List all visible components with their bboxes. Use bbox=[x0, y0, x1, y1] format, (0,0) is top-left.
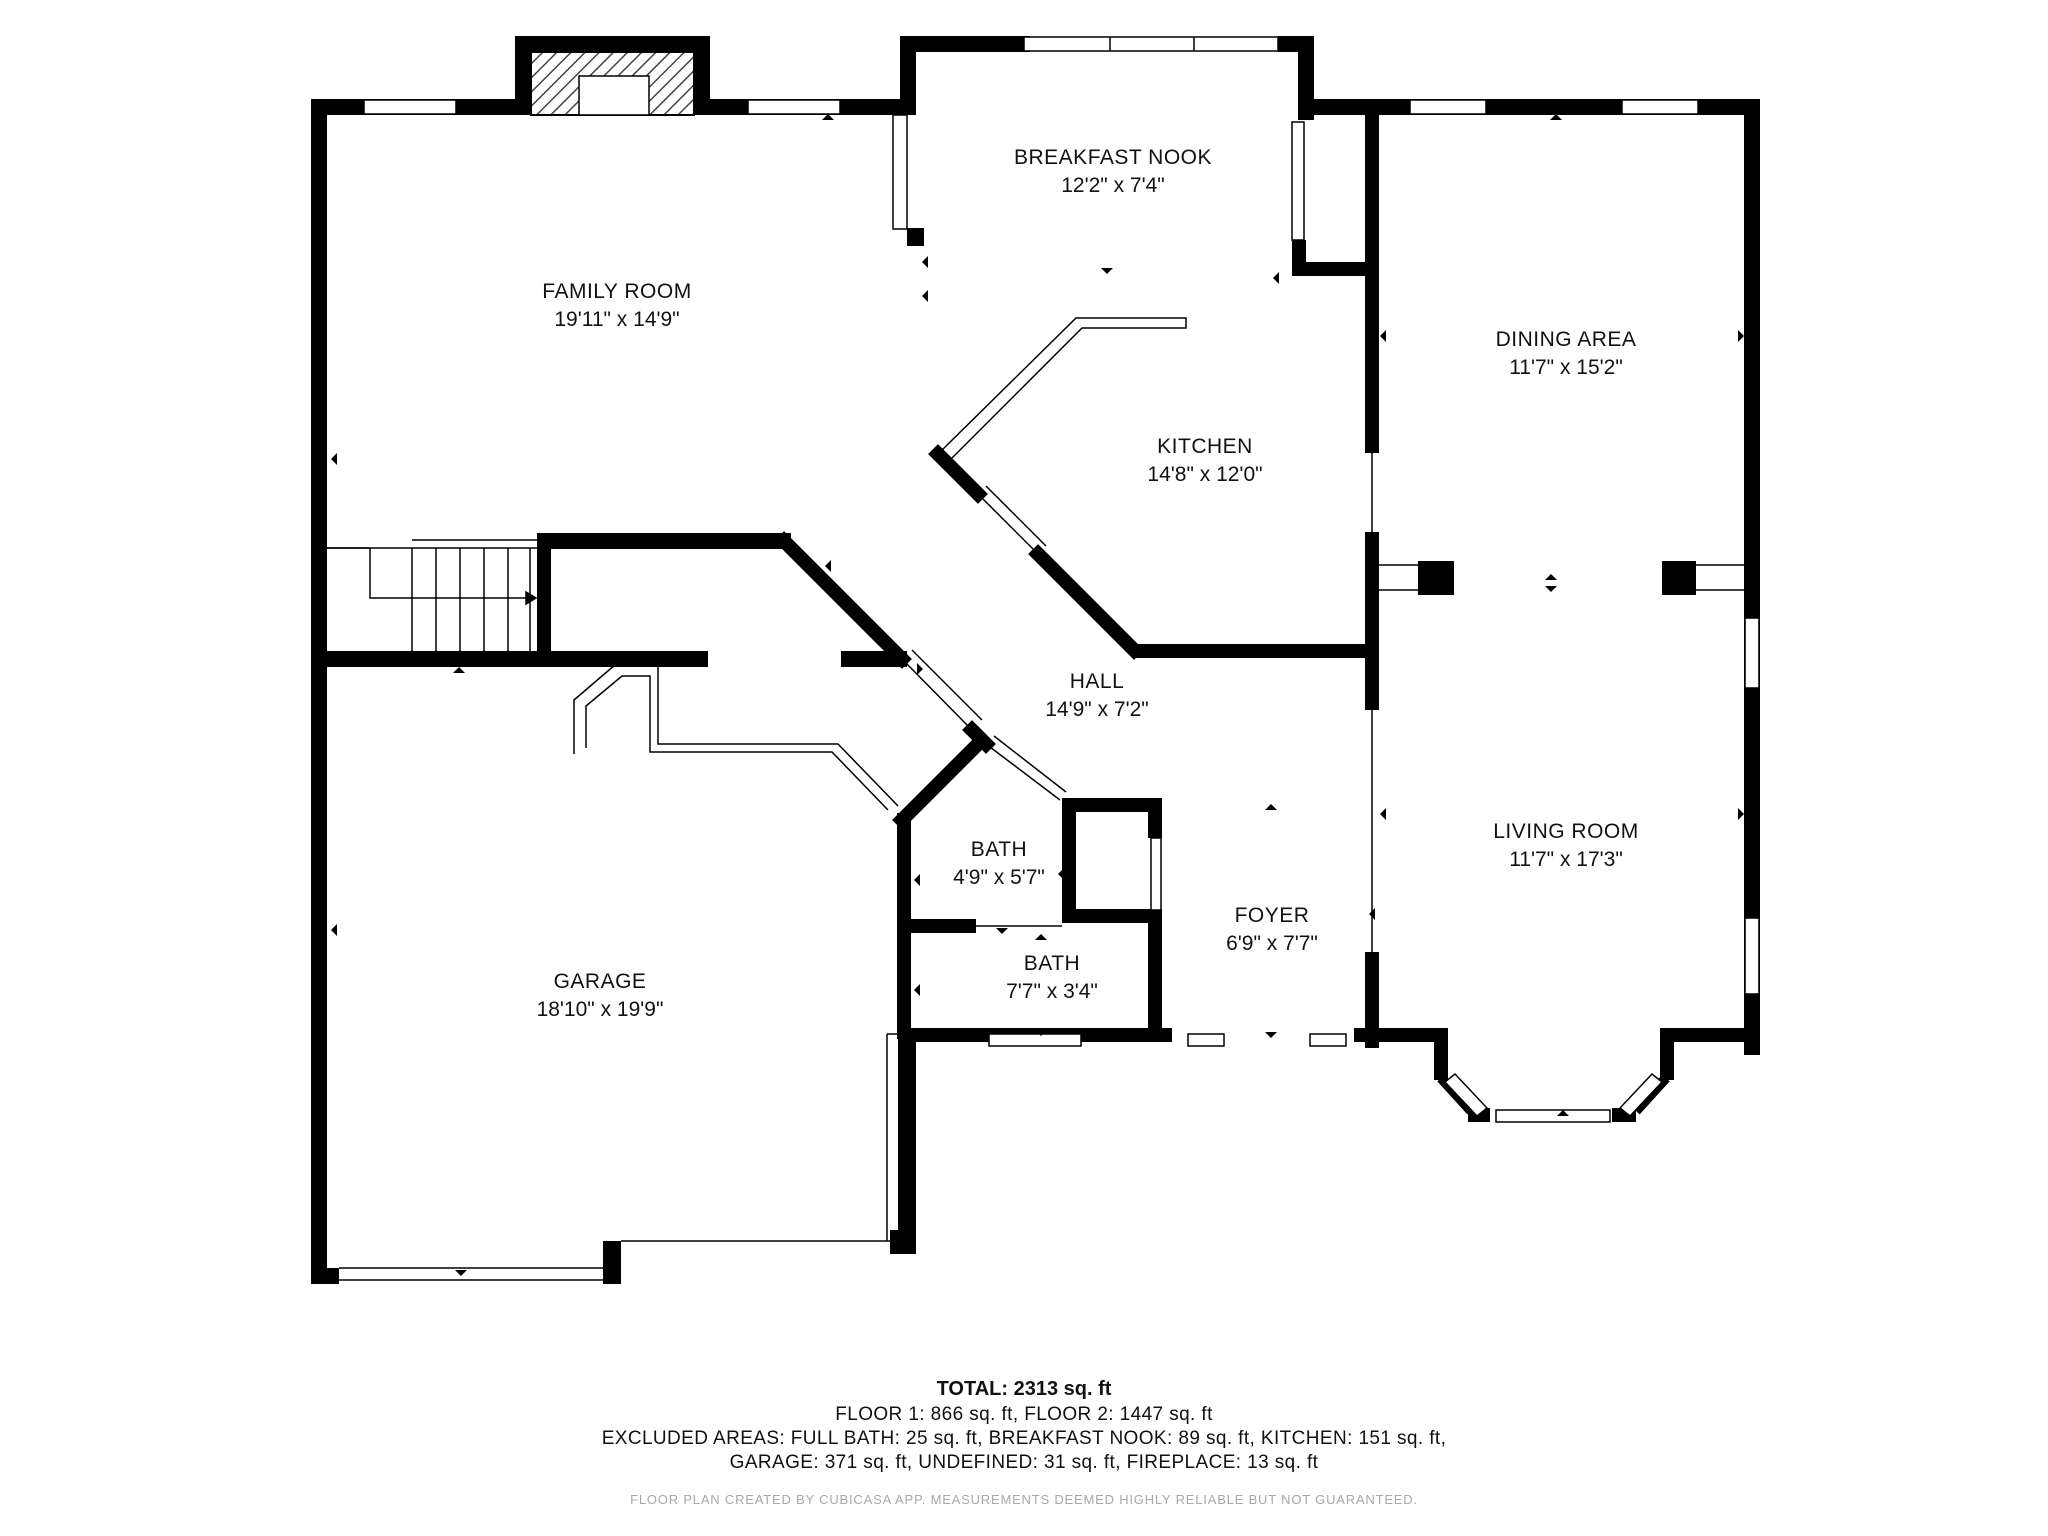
floor-areas: FLOOR 1: 866 sq. ft, FLOOR 2: 1447 sq. f… bbox=[835, 1404, 1213, 1425]
wall bbox=[900, 36, 916, 115]
room-labels: FAMILY ROOM 19'11" x 14'9" BREAKFAST NOO… bbox=[537, 146, 1639, 1021]
wall bbox=[537, 533, 791, 549]
breakfast-nook-dims: 12'2" x 7'4" bbox=[1061, 174, 1165, 197]
window bbox=[988, 1033, 1082, 1047]
window bbox=[1744, 617, 1760, 689]
total-area: TOTAL: 2313 sq. ft bbox=[936, 1378, 1112, 1400]
excluded-areas-line-2: GARAGE: 371 sq. ft, UNDEFINED: 31 sq. ft… bbox=[729, 1452, 1319, 1473]
wall bbox=[962, 720, 996, 754]
wall bbox=[1062, 909, 1162, 923]
windows bbox=[363, 36, 1760, 1123]
wall bbox=[515, 36, 710, 52]
hall-name: HALL bbox=[1070, 670, 1125, 693]
wall bbox=[1660, 1028, 1674, 1080]
dining-area-name: DINING AREA bbox=[1496, 328, 1637, 351]
kitchen-name: KITCHEN bbox=[1157, 435, 1253, 458]
wall bbox=[1292, 262, 1378, 276]
window bbox=[892, 114, 908, 230]
wall bbox=[1028, 544, 1144, 660]
wall bbox=[898, 919, 976, 933]
window bbox=[1187, 1033, 1225, 1047]
fireplace bbox=[530, 51, 695, 116]
foyer-dims: 6'9" x 7'7" bbox=[1226, 932, 1318, 955]
kitchen-dims: 14'8" x 12'0" bbox=[1147, 463, 1262, 486]
markers bbox=[331, 114, 1744, 1276]
wall bbox=[1062, 798, 1076, 923]
disclaimer: FLOOR PLAN CREATED BY CUBICASA APP. MEAS… bbox=[630, 1492, 1418, 1507]
living-room-name: LIVING ROOM bbox=[1493, 820, 1639, 843]
window bbox=[747, 99, 841, 115]
hall-dims: 14'9" x 7'2" bbox=[1045, 698, 1149, 721]
dining-area-dims: 11'7" x 15'2" bbox=[1509, 356, 1623, 379]
wall bbox=[1354, 1028, 1448, 1042]
window bbox=[1495, 1109, 1611, 1123]
wall bbox=[892, 732, 990, 830]
window bbox=[1409, 99, 1487, 115]
wall bbox=[1365, 532, 1379, 710]
wall bbox=[515, 36, 531, 115]
wall bbox=[1365, 115, 1379, 453]
wall bbox=[537, 533, 551, 667]
wall bbox=[1365, 952, 1379, 1048]
family-room-name: FAMILY ROOM bbox=[542, 280, 691, 303]
window bbox=[1621, 99, 1699, 115]
bath-2-name: BATH bbox=[1024, 952, 1080, 975]
column bbox=[1662, 561, 1696, 595]
garage-name: GARAGE bbox=[554, 970, 647, 993]
wall bbox=[311, 651, 708, 667]
wall bbox=[311, 99, 327, 1281]
wall bbox=[928, 444, 988, 504]
wall bbox=[603, 1241, 621, 1284]
wall bbox=[1134, 644, 1379, 658]
wall bbox=[1148, 909, 1162, 1035]
bath-1-dims: 4'9" x 5'7" bbox=[953, 866, 1045, 889]
wall bbox=[311, 1268, 339, 1284]
bay-windows bbox=[1443, 1072, 1664, 1118]
window bbox=[1291, 121, 1305, 241]
wall bbox=[1062, 798, 1162, 812]
foyer-name: FOYER bbox=[1235, 904, 1310, 927]
family-room-dims: 19'11" x 14'9" bbox=[554, 308, 679, 331]
wall bbox=[1292, 240, 1306, 276]
breakfast-nook-name: BREAKFAST NOOK bbox=[1014, 146, 1212, 169]
window bbox=[363, 99, 457, 115]
wall bbox=[1148, 798, 1162, 838]
wall bbox=[900, 36, 1030, 52]
wall bbox=[1744, 99, 1760, 1055]
wall bbox=[1080, 1028, 1172, 1042]
bath-1-name: BATH bbox=[971, 838, 1027, 861]
wall bbox=[898, 1028, 916, 1254]
window bbox=[1744, 917, 1760, 995]
staircase bbox=[327, 539, 538, 651]
window bbox=[1309, 1033, 1347, 1047]
thin-lines bbox=[339, 36, 1745, 1281]
column bbox=[1418, 561, 1454, 595]
window bbox=[1150, 837, 1162, 911]
living-room-dims: 11'7" x 17'3" bbox=[1509, 848, 1623, 871]
wall bbox=[907, 228, 924, 246]
diagonal-walls bbox=[774, 444, 1144, 1039]
wall bbox=[1434, 1028, 1448, 1080]
garage-dims: 18'10" x 19'9" bbox=[537, 998, 664, 1021]
window bbox=[1023, 36, 1279, 52]
wall bbox=[774, 531, 912, 669]
walls bbox=[311, 36, 1760, 1284]
wall bbox=[1660, 1028, 1760, 1042]
excluded-areas-line-1: EXCLUDED AREAS: FULL BATH: 25 sq. ft, BR… bbox=[601, 1428, 1447, 1449]
bath-2-dims: 7'7" x 3'4" bbox=[1006, 980, 1098, 1003]
wall bbox=[694, 36, 710, 115]
